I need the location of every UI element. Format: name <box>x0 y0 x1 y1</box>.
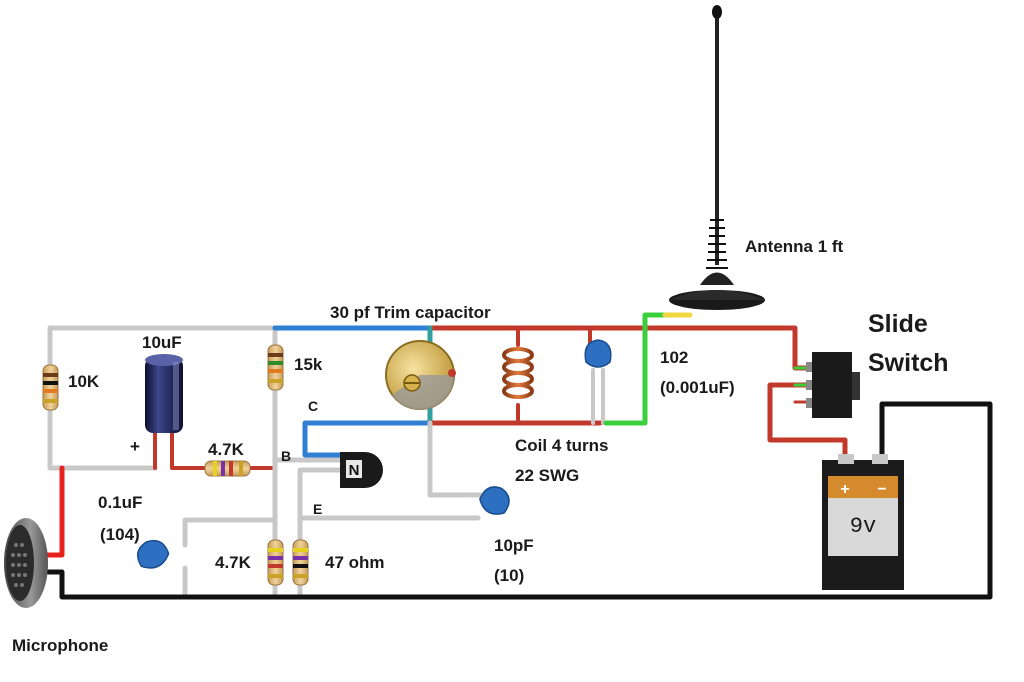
microphone <box>4 518 48 608</box>
battery-plus-label: + <box>840 481 849 498</box>
label-pin-e: E <box>313 501 323 517</box>
label-switch: Switch <box>868 349 949 377</box>
wire-collector <box>302 420 433 458</box>
resistor-10k <box>42 364 59 411</box>
resistor-15k <box>267 344 284 391</box>
transistor-mark: N <box>349 462 360 479</box>
label-10: (10) <box>494 566 525 585</box>
battery: + − 9v <box>822 454 904 590</box>
label-102: 102 <box>660 348 689 367</box>
label-coil-1: Coil 4 turns <box>515 436 609 455</box>
label-01uf: 0.1uF <box>98 493 143 512</box>
ceramic-capacitor-10pf <box>479 486 510 515</box>
resistor-4k7-vertical <box>267 539 284 586</box>
label-10pf: 10pF <box>494 536 534 555</box>
ceramic-capacitor-01uf <box>136 539 170 569</box>
wire-green-antenna <box>603 312 668 426</box>
antenna <box>669 5 765 310</box>
trim-capacitor <box>385 340 456 410</box>
label-plus: + <box>130 437 140 456</box>
battery-minus-label: − <box>877 481 886 498</box>
label-antenna: Antenna 1 ft <box>745 237 844 256</box>
resistor-4k7-horizontal <box>204 460 251 477</box>
coil <box>502 347 534 399</box>
label-4k7-bottom: 4.7K <box>215 553 251 572</box>
transistor: N <box>340 452 383 488</box>
wire-ground <box>45 401 993 600</box>
resistor-47ohm <box>292 539 309 586</box>
label-pin-b: B <box>281 448 292 464</box>
wire-switch-battery <box>767 382 848 465</box>
slide-switch <box>806 352 860 418</box>
wire-trim-to-10pf <box>427 420 483 498</box>
label-47ohm: 47 ohm <box>325 553 385 572</box>
wire-01uf-top <box>182 517 278 548</box>
label-0001uf: (0.001uF) <box>660 378 735 397</box>
label-10uf: 10uF <box>142 333 182 352</box>
ceramic-capacitor-102 <box>584 339 612 368</box>
label-10k: 10K <box>68 372 100 391</box>
battery-voltage-label: 9v <box>850 514 876 539</box>
label-104: (104) <box>100 525 140 544</box>
wire-emitter <box>297 467 348 543</box>
label-microphone: Microphone <box>12 636 109 655</box>
wires <box>45 312 993 600</box>
label-15k: 15k <box>294 355 323 374</box>
wire-red-mic-drop <box>45 465 65 558</box>
label-trim-capacitor: 30 pf Trim capacitor <box>330 303 491 322</box>
electrolytic-capacitor <box>145 354 183 433</box>
label-coil-2: 22 SWG <box>515 466 580 485</box>
wire-cap-plus <box>170 428 207 470</box>
label-4k7-top: 4.7K <box>208 440 244 459</box>
label-slide: Slide <box>868 310 928 338</box>
wire-red-top <box>427 325 813 371</box>
label-pin-c: C <box>308 398 319 414</box>
